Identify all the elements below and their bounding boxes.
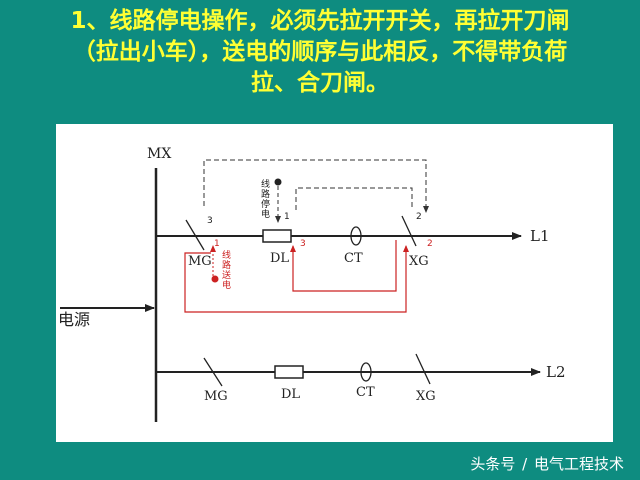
- outage-start-dot: [274, 178, 282, 186]
- restore-step-3: 3: [300, 239, 306, 249]
- source-label: 电源: [58, 310, 90, 329]
- line1-dl-breaker: [262, 229, 292, 243]
- restore-step-1: 1: [214, 239, 220, 249]
- restore-start-dot: [211, 275, 219, 283]
- watermark-separator: /: [522, 455, 528, 473]
- restore-path-1: [184, 245, 409, 313]
- diagram-panel: MX 电源 L1 MG DL CT XG 线 路 停 电 1 2 3 线 路: [56, 124, 613, 442]
- line2-ct: [360, 362, 372, 382]
- restore-char-2: 路: [222, 259, 231, 271]
- line1-xg-switch: [401, 215, 417, 247]
- watermark-source: 头条号: [470, 455, 516, 473]
- bus-label: MX: [147, 146, 171, 162]
- watermark-author: 电气工程技术: [533, 455, 624, 473]
- watermark: 头条号 / 电气工程技术: [470, 453, 626, 474]
- restore-char-4: 电: [222, 279, 231, 291]
- restore-char-1: 线: [222, 249, 231, 261]
- line2-dl-label: DL: [281, 387, 300, 402]
- outage-step-3: 3: [207, 216, 213, 226]
- restore-path-2: [290, 240, 397, 292]
- line1-mg-label: MG: [188, 254, 212, 269]
- outage-path-2: [295, 187, 413, 210]
- line1-ct-label: CT: [344, 251, 363, 266]
- line1-dl-label: DL: [270, 251, 289, 266]
- line2-mg-switch: [203, 357, 223, 387]
- slide-title: 1、线路停电操作，必须先拉开开关，再拉开刀闸 （拉出小车），送电的顺序与此相反，…: [0, 6, 640, 99]
- outage-step-2: 2: [416, 212, 422, 222]
- line1-mg-switch: [185, 219, 205, 251]
- line2-label: L2: [546, 363, 566, 381]
- line2-dl-breaker: [274, 365, 304, 379]
- restore-char-3: 送: [222, 269, 231, 281]
- line1-label: L1: [530, 227, 550, 245]
- line2-xg-switch: [415, 353, 431, 385]
- line1-ct: [350, 226, 362, 246]
- restore-step-2: 2: [427, 239, 433, 249]
- outage-char-1: 线: [261, 178, 270, 190]
- title-line-1: 1、线路停电操作，必须先拉开开关，再拉开刀闸: [70, 8, 570, 34]
- outage-char-4: 电: [261, 208, 270, 220]
- outage-char-3: 停: [261, 198, 270, 210]
- line2-mg-label: MG: [204, 389, 228, 404]
- outage-path: [203, 159, 429, 213]
- line2-ct-label: CT: [356, 385, 375, 400]
- title-line-2: （拉出小车），送电的顺序与此相反，不得带负荷: [72, 39, 568, 65]
- outage-step-1: 1: [284, 212, 290, 222]
- title-line-3: 拉、合刀闸。: [251, 70, 389, 96]
- line1-xg-label: XG: [409, 254, 429, 269]
- outage-char-2: 路: [261, 188, 270, 200]
- switching-diagram: MX 电源 L1 MG DL CT XG 线 路 停 电 1 2 3 线 路: [58, 146, 566, 422]
- line2-xg-label: XG: [416, 389, 436, 404]
